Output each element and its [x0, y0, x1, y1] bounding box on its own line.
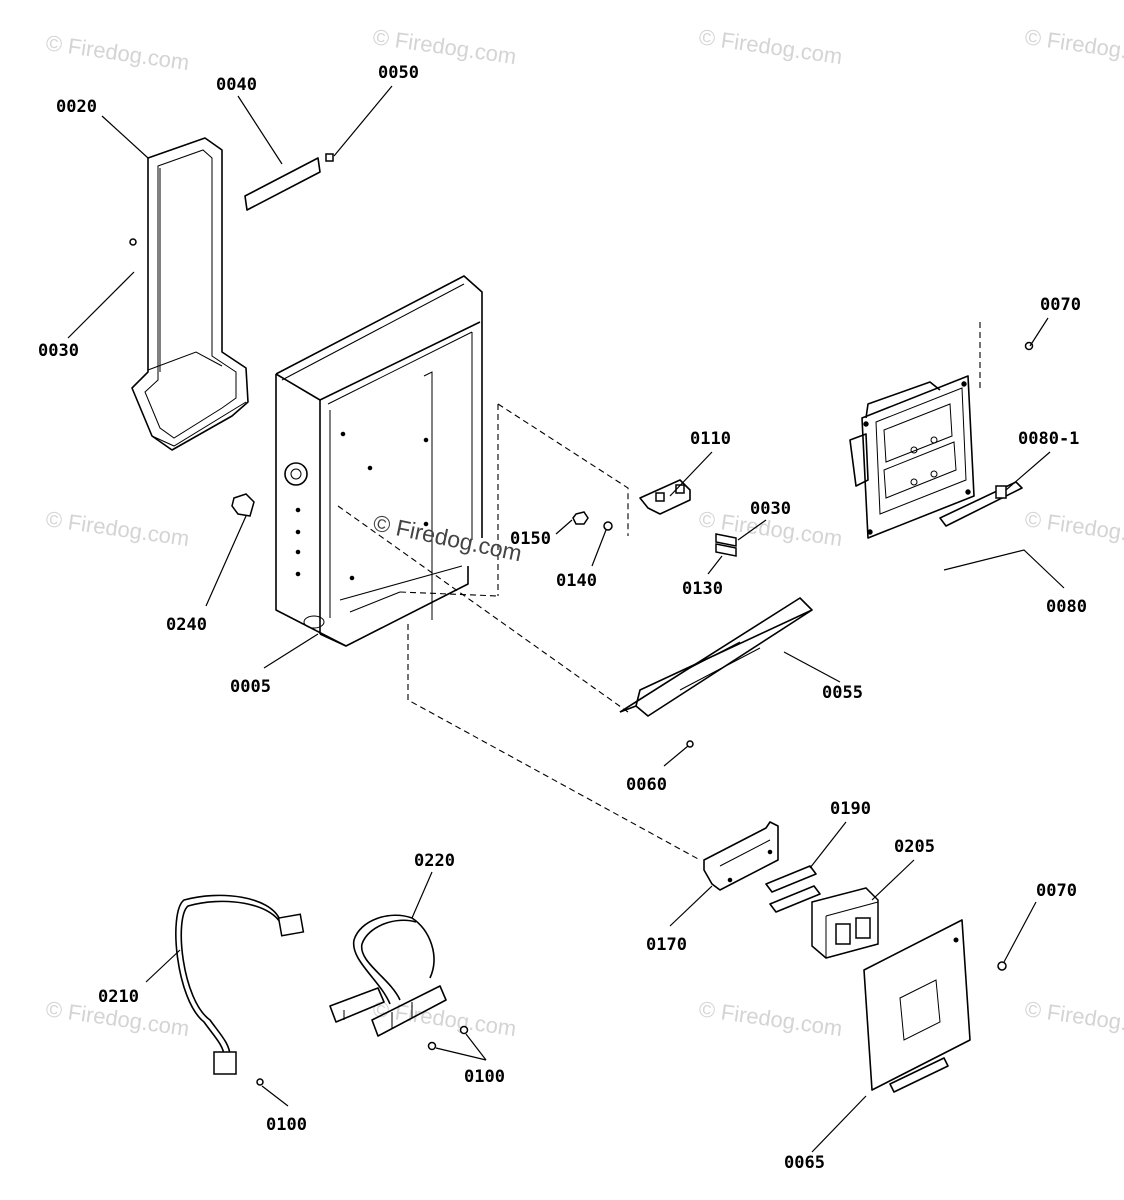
part-0080-1-plate	[939, 481, 1023, 527]
part-0190-clips	[765, 865, 821, 913]
callout-0170: 0170	[646, 935, 687, 955]
callout-0190: 0190	[830, 799, 871, 819]
leader-lines	[67, 85, 1065, 1153]
part-0080-control-panel	[849, 375, 975, 539]
part-0140-washer	[603, 521, 613, 531]
part-0055-rail	[619, 597, 813, 717]
part-0050-clip	[325, 153, 334, 162]
part-0070-screw	[997, 961, 1007, 971]
part-0110-bracket	[639, 479, 691, 515]
part-0005-cabinet	[275, 275, 483, 647]
part-0130-bolts	[715, 533, 737, 557]
callout-0050: 0050	[378, 63, 419, 83]
callout-0080-1: 0080-1	[1018, 429, 1079, 449]
callout-0140: 0140	[556, 571, 597, 591]
callout-0100: 0100	[266, 1115, 307, 1135]
part-0205-breaker	[811, 887, 879, 959]
watermark: © Firedog.com	[697, 24, 844, 69]
watermark: © Firedog.com	[1023, 24, 1124, 69]
callout-0070: 0070	[1040, 295, 1081, 315]
part-0040-strip	[244, 157, 321, 211]
part-0060-screw	[686, 740, 694, 748]
watermark-center: © Firedog.com	[371, 509, 524, 566]
watermark: © Firedog.com	[697, 996, 844, 1041]
callout-0080: 0080	[1046, 597, 1087, 617]
part-0170-bracket	[703, 821, 779, 891]
callout-0055: 0055	[822, 683, 863, 703]
callout-0150: 0150	[510, 529, 551, 549]
callout-0005: 0005	[230, 677, 271, 697]
part-0220-wire-harness	[329, 914, 469, 1051]
callout-0040: 0040	[216, 75, 257, 95]
callout-0065: 0065	[784, 1153, 825, 1173]
part-0030-screw	[129, 238, 137, 246]
callout-0070: 0070	[1036, 881, 1077, 901]
watermark: © Firedog.com	[371, 996, 518, 1041]
callout-labels: 0020 0040 0050 0030 0240 0005 0110 0150 …	[38, 63, 1087, 1173]
watermark: © Firedog.com	[1023, 996, 1124, 1041]
callout-0100: 0100	[464, 1067, 505, 1087]
watermark-layer: © Firedog.com © Firedog.com © Firedog.co…	[44, 24, 1124, 1041]
callout-0130: 0130	[682, 579, 723, 599]
assembly-guide-lines	[337, 322, 981, 861]
callout-0205: 0205	[894, 837, 935, 857]
part-0240-clip	[231, 493, 255, 517]
callout-0210: 0210	[98, 987, 139, 1007]
callout-0110: 0110	[690, 429, 731, 449]
part-0020-duct	[131, 137, 249, 451]
part-0150-nut	[572, 511, 589, 525]
callout-0020: 0020	[56, 97, 97, 117]
callout-0030: 0030	[38, 341, 79, 361]
part-0210-wire-harness	[175, 894, 305, 1086]
callout-0240: 0240	[166, 615, 207, 635]
part-0065-cover-plate	[863, 919, 971, 1093]
callout-0220: 0220	[414, 851, 455, 871]
watermark: © Firedog.com	[1023, 506, 1124, 551]
callout-0030: 0030	[750, 499, 791, 519]
watermark: © Firedog.com	[44, 506, 191, 551]
watermark: © Firedog.com	[44, 30, 191, 75]
callout-0060: 0060	[626, 775, 667, 795]
